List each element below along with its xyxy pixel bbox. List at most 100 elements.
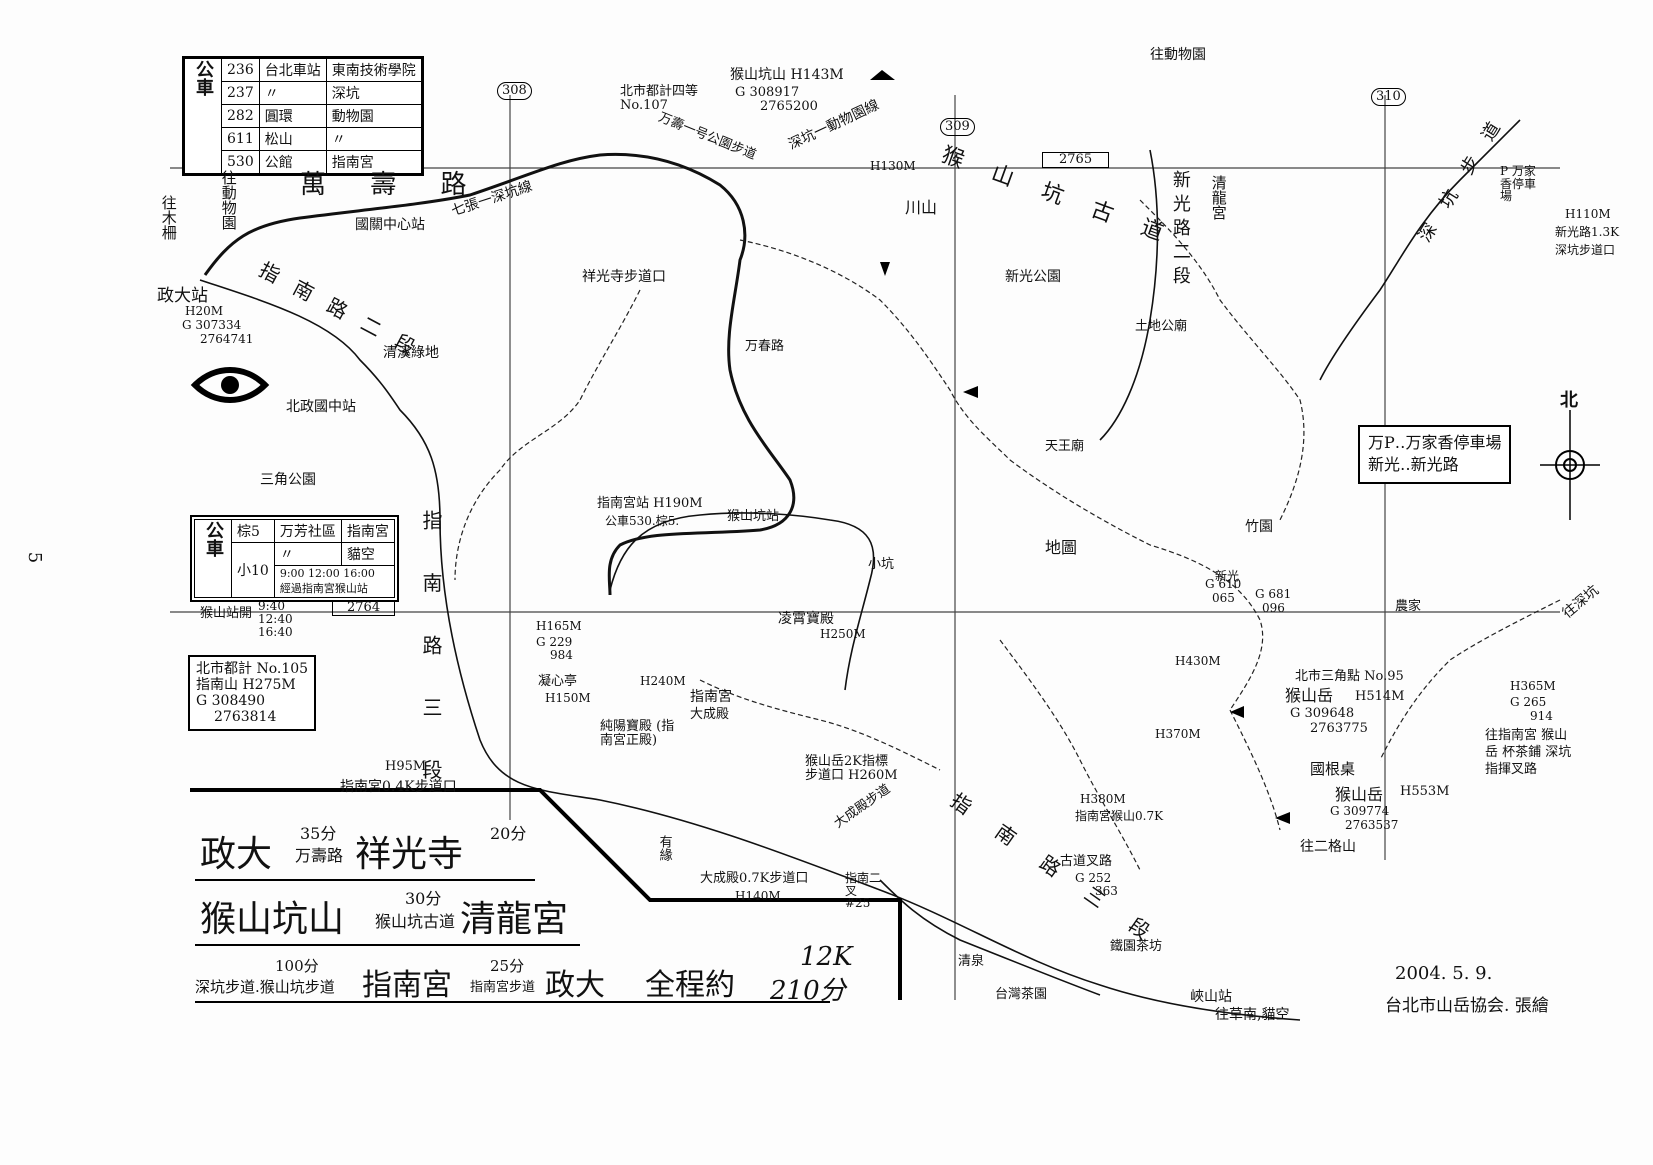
bus2-station-line: 猴山站開 <box>200 606 253 621</box>
marker-houshankengshan <box>870 70 895 80</box>
bus-route-num: 282 <box>221 104 260 128</box>
label-changquan: 清泉 <box>958 954 985 969</box>
label-h380: H380M <box>1080 792 1126 806</box>
label-qingxi: 清溪綠地 <box>383 345 439 361</box>
label-houshan-07k: 指南宮猴山0.7K <box>1075 809 1164 823</box>
label-survey95: 北市三角點 No.95 <box>1295 669 1404 684</box>
trail-east <box>1379 599 1561 761</box>
label-ningxin: 凝心亭 <box>538 674 578 689</box>
label-lingxiao: 凌霄寶殿 <box>778 611 834 627</box>
label-g914: 914 <box>1530 709 1553 723</box>
survey-point-name: 指南山 H275M <box>196 677 296 694</box>
page-number: 5 <box>24 551 46 564</box>
bus-route-to: 指南宮 <box>325 150 422 174</box>
label-houshan-kengshan-g2: 2765200 <box>760 99 818 114</box>
label-xiaokeng: 小坑 <box>868 557 895 572</box>
label-chengchi-g2: 2764741 <box>200 332 254 346</box>
marker-guogen <box>1275 812 1290 824</box>
label-houshan-stn: 猴山坑站 <box>727 509 780 524</box>
trail-houshanyue <box>1229 709 1281 831</box>
label-wanchun: 万春路 <box>745 339 785 354</box>
label-gudao-cha: 古道叉路 <box>1060 854 1113 869</box>
bus-route-to: 動物園 <box>325 104 422 128</box>
label-qinglong: 清龍宮 <box>1209 175 1228 220</box>
label-zhinan-yuan: 指南宮 <box>690 689 732 705</box>
route-line2-c: 清龍宮 <box>460 899 569 940</box>
label-zhuyuan: 竹園 <box>1245 519 1273 535</box>
label-chengchi-g1: G 307334 <box>182 318 242 332</box>
route-line3-a-bot: 深坑步道.猴山坑步道 <box>195 978 335 996</box>
survey-point-box: 北市都計 No.105 指南山 H275M G 308490 2763814 <box>188 655 317 732</box>
label-xiaoshan: 峽山站 <box>1190 989 1232 1005</box>
label-h553: H553M <box>1400 784 1450 799</box>
association-logo <box>190 367 270 403</box>
bus-route-from: 公館 <box>258 150 327 174</box>
label-ditu: 地圖 <box>1045 538 1078 557</box>
label-g065: 065 <box>1212 591 1235 605</box>
route-line1-a: 政大 <box>200 834 273 875</box>
marker-qinglong <box>880 262 890 276</box>
label-g984: 984 <box>550 648 573 662</box>
label-g096: 096 <box>1262 601 1285 615</box>
bus2-route-num: 棕5 <box>231 519 275 543</box>
label-zhinan-2: 指南二叉 #25 <box>845 871 882 911</box>
label-beizheng: 北政國中站 <box>286 399 356 415</box>
zhinan-road-2 <box>199 279 1301 1021</box>
label-guoguan: 國關中心站 <box>355 217 425 233</box>
bus-table-2-header: 公車 <box>194 519 232 598</box>
label-zhinan-gong-stn: 指南宮站 H190M <box>597 496 703 511</box>
survey-point-title: 北市都計 No.105 <box>196 661 309 677</box>
label-zoo2: 往動物園 <box>1150 47 1206 63</box>
route-underlines <box>195 879 830 1003</box>
label-houshan-yue2: 猴山岳 <box>1335 785 1384 804</box>
road-houshan <box>609 512 875 691</box>
survey-point-g1: G 308490 <box>196 693 266 710</box>
bus2-station-time: 16:40 <box>258 625 293 639</box>
label-dacheng: 大成殿 <box>690 707 730 722</box>
label-guogen: 國根桌 <box>1310 760 1356 778</box>
route-line1-d: 20分 <box>490 824 527 843</box>
route-line1-b-top: 35分 <box>300 824 337 843</box>
bus-route-to: 〃 <box>325 127 422 151</box>
route-line3-e: 全程約 <box>645 968 735 1003</box>
map-date: 2004. 5. 9. <box>1395 963 1493 984</box>
bus2-times: 9:00 12:00 16:00 <box>279 567 375 580</box>
label-houshan-yue: 猴山岳 <box>1285 686 1334 705</box>
route-line3-f-top: 12K <box>800 942 853 972</box>
grid-label-2765: 2765 <box>1042 152 1110 168</box>
label-h110: H110M <box>1565 207 1611 221</box>
label-g681: G 681 <box>1255 587 1292 601</box>
label-houshan-kengshan: 猴山坑山 H143M <box>730 67 844 83</box>
route-line3-d: 政大 <box>545 968 605 1003</box>
label-wanshou: 萬 壽 路 <box>300 170 485 200</box>
bus2-route-from: 〃 <box>273 542 342 566</box>
label-g610: G 610 <box>1205 577 1242 591</box>
label-dacheng-07k: 大成殿0.7K步道口 <box>700 871 809 886</box>
summary-box-border <box>190 788 902 1000</box>
label-youyuan: 有緣 <box>656 835 672 861</box>
label-xinguang-2k: 新光 <box>1215 569 1240 583</box>
grid-label-310: 310 <box>1371 88 1406 106</box>
trail-south <box>999 639 1141 871</box>
bus2-route-to: 指南宮 <box>340 519 395 543</box>
bus-route-from: 台北車站 <box>258 58 327 82</box>
label-h240: H240M <box>640 674 686 688</box>
route-line2-b-top: 30分 <box>405 889 442 908</box>
trail-dacheng <box>699 679 941 771</box>
label-sanjiao: 三角公園 <box>260 472 316 488</box>
label-houshan-yue-h: H514M <box>1355 689 1405 704</box>
label-survey107: 北市都計四等 No.107 <box>620 84 699 113</box>
bus-route-num: 237 <box>221 81 260 105</box>
label-xinguang-rd2: 新光路二段 <box>1169 170 1191 290</box>
label-houshan-yue-g2: 2763775 <box>1310 721 1368 736</box>
label-chengchi-h: H20M <box>185 304 224 318</box>
bus2-route-to: 貓空 <box>340 542 395 566</box>
label-h370: H370M <box>1155 727 1201 741</box>
trail-gudao <box>739 239 1011 461</box>
route-line1-b-bot: 万壽路 <box>295 846 344 865</box>
label-h140: H140M <box>735 889 781 903</box>
bus-route-num: 236 <box>221 58 260 82</box>
label-g309774: G 309774 <box>1330 804 1390 818</box>
route-line2-a: 猴山坑山 <box>200 899 345 940</box>
road-shenkeng <box>1319 119 1521 381</box>
